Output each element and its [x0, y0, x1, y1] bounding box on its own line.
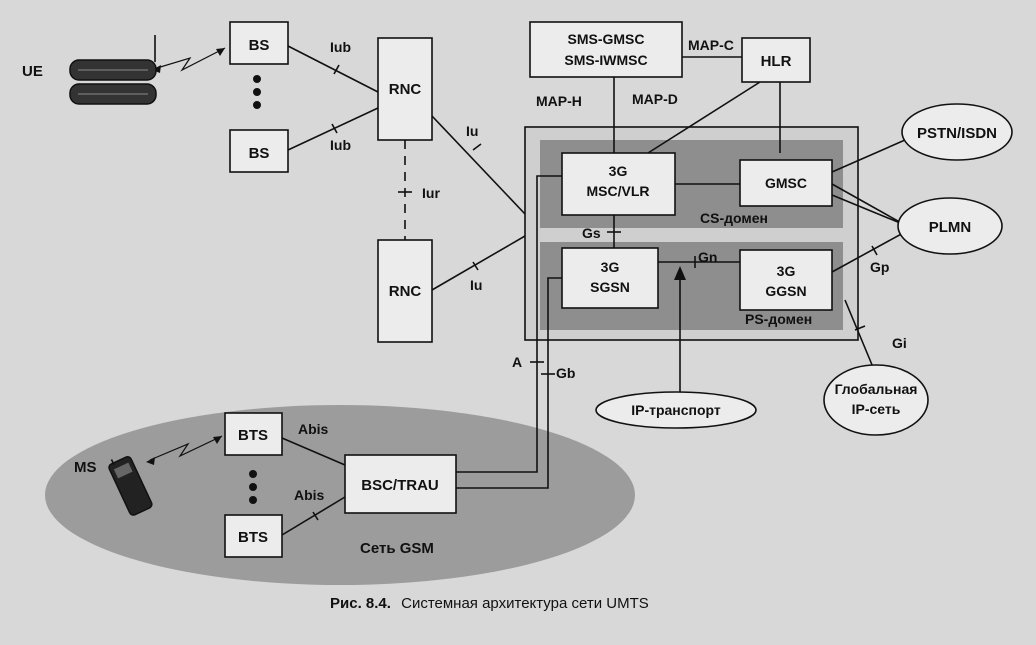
bsc-trau-label: BSC/TRAU [361, 477, 439, 494]
map-d-label: MAP-D [632, 91, 678, 107]
ms-phone-icon [108, 456, 153, 516]
ip-transport-label: IP-транспорт [631, 402, 721, 418]
ms-label: MS [74, 459, 97, 476]
iur-label: Iur [422, 185, 440, 201]
tick-gi [854, 325, 866, 331]
gp-label: Gp [870, 259, 889, 275]
bts-top-box [224, 412, 283, 456]
ue-terminal-icon [69, 35, 157, 105]
rnc-top-label: RNC [389, 81, 422, 98]
tick-gp [871, 245, 878, 256]
link-bsc-sgsn-gb [456, 277, 562, 489]
radio-arrow-head-ms [213, 436, 222, 444]
bts-top-label: BTS [238, 427, 268, 444]
pstn-ellipse [901, 103, 1013, 161]
rnc-bottom-box [377, 239, 433, 343]
link-gmsc-pstn [831, 139, 906, 173]
link-rnc-core-bottom [431, 235, 526, 291]
abis-top-label: Abis [298, 421, 329, 437]
tick-iub-bottom [331, 123, 338, 134]
figure-caption: Рис. 8.4. Системная архитектура сети UMT… [330, 595, 649, 612]
ip-transport-arrow [674, 266, 686, 280]
bs-top-label: BS [249, 37, 270, 54]
sgsn-label-2: SGSN [590, 279, 630, 295]
a-label: A [512, 354, 522, 370]
sgsn-box [561, 247, 659, 309]
pstn-label: PSTN/ISDN [917, 125, 997, 142]
bs-top-box [229, 21, 289, 65]
bs-bottom-label: BS [249, 145, 270, 162]
abis-bottom-label: Abis [294, 487, 325, 503]
global-ip-label-1: Глобальная [835, 381, 918, 397]
link-bts-bsc-top [281, 437, 346, 466]
hlr-box [741, 37, 811, 83]
msc-vlr-label-1: 3G [609, 163, 628, 179]
cs-domain-label: CS-домен [700, 210, 768, 226]
gs-label: Gs [582, 225, 601, 241]
ggsn-label-1: 3G [777, 263, 796, 279]
figure-caption-text: Системная архитектура сети UMTS [401, 595, 649, 612]
global-ip-ellipse [823, 364, 929, 436]
gmsc-box [739, 159, 833, 207]
link-rnc-core-top [431, 115, 526, 215]
map-h-label: MAP-H [536, 93, 582, 109]
msc-vlr-box [561, 152, 676, 216]
bts-bottom-box [224, 514, 283, 558]
rnc-top-box [377, 37, 433, 141]
bs-bottom-box [229, 129, 289, 173]
plmn-label: PLMN [929, 219, 972, 236]
gmsc-label: GMSC [765, 175, 807, 191]
link-bsc-msc-a [456, 175, 562, 473]
sgsn-label-1: 3G [601, 259, 620, 275]
tick-iu-bottom [472, 261, 479, 271]
link-gmsc-plmn-2 [831, 194, 906, 226]
radio-link-ue-bs [156, 47, 226, 72]
figure-caption-number: Рис. 8.4. [330, 595, 391, 612]
sms-gmsc-label: SMS-GMSC [568, 31, 645, 47]
plmn-ellipse [897, 197, 1003, 255]
global-ip-label-2: IP-сеть [852, 401, 901, 417]
sms-gmsc-box [529, 21, 683, 78]
iub-top-label: Iub [330, 39, 351, 55]
sms-iwmsc-label: SMS-IWMSC [564, 52, 647, 68]
gb-label: Gb [556, 365, 575, 381]
link-ggsn-plmn [831, 231, 906, 273]
gsm-network-label: Сеть GSM [360, 540, 434, 557]
map-c-label: MAP-C [688, 37, 734, 53]
ggsn-label-2: GGSN [765, 283, 806, 299]
bts-bottom-label: BTS [238, 529, 268, 546]
link-hlr-msc [647, 81, 761, 154]
link-gmsc-plmn [831, 183, 906, 226]
ip-transport-ellipse [595, 391, 757, 429]
iu-bottom-label: Iu [470, 277, 482, 293]
link-bs-rnc-bottom [287, 107, 379, 151]
gn-label: Gn [698, 249, 717, 265]
ps-domain-label: PS-домен [745, 311, 812, 327]
tick-iu-top [472, 143, 482, 151]
hlr-label: HLR [761, 53, 792, 70]
bsc-trau-box [344, 454, 457, 514]
iub-bottom-label: Iub [330, 137, 351, 153]
radio-arrow-head [216, 48, 225, 56]
link-bs-rnc-top [287, 45, 379, 93]
rnc-bottom-label: RNC [389, 283, 422, 300]
bs-dots [253, 75, 261, 109]
msc-vlr-label-2: MSC/VLR [587, 183, 650, 199]
bts-dots [249, 470, 257, 504]
gi-label: Gi [892, 335, 907, 351]
radio-arrow-tail-ms [146, 457, 155, 465]
radio-link-ms-bts [149, 435, 223, 461]
link-bts-bsc-bottom [281, 496, 346, 536]
ue-label: UE [22, 63, 43, 80]
ggsn-box [739, 249, 833, 311]
tick-abis-bottom [312, 511, 319, 521]
link-ggsn-global-ip [844, 299, 876, 373]
iu-top-label: Iu [466, 123, 478, 139]
tick-iub-top [333, 64, 340, 75]
